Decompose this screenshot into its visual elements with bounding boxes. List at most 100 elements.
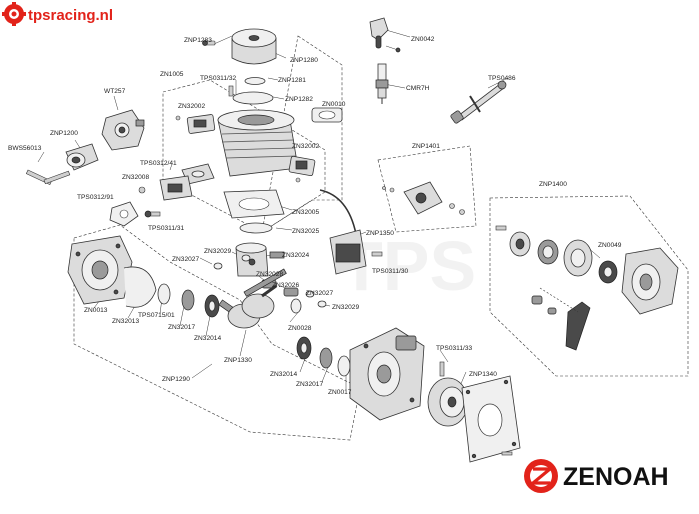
mount-plate-part xyxy=(461,375,521,463)
label-tps0311-31: TPS0311/31 xyxy=(148,225,185,232)
label-zn0010: ZN0010 xyxy=(322,101,346,108)
label-zn1005: ZN1005 xyxy=(160,71,184,78)
label-znp1200: ZNP1200 xyxy=(50,130,78,137)
screw-znp1283 xyxy=(202,40,216,46)
starter-housing-part xyxy=(621,247,679,315)
screw-head xyxy=(144,210,152,218)
label-zn32008: ZN32008 xyxy=(122,174,149,181)
label-tps0312-91: TPS0312/91 xyxy=(77,194,114,201)
bearing-bore xyxy=(208,300,216,312)
label-tps0311-33: TPS0311/33 xyxy=(436,345,473,352)
label-zn32029-top: ZN32029 xyxy=(204,248,231,255)
label-tps0311-30: TPS0311/30 xyxy=(372,268,409,275)
carburetor-part xyxy=(101,109,145,151)
cylinder-part xyxy=(217,109,299,177)
ignition-module-part xyxy=(382,181,465,215)
label-zn32029-right: ZN32029 xyxy=(332,304,359,311)
label-znp1340: ZNP1340 xyxy=(469,371,497,378)
plug-cap-part xyxy=(369,17,401,53)
starter-handle-part xyxy=(531,287,591,351)
base-gasket-part xyxy=(223,189,285,219)
screws-bws56013 xyxy=(25,169,71,186)
zenoah-logo: ZENOAH xyxy=(524,459,669,493)
label-zn32014-left: ZN32014 xyxy=(194,335,221,342)
label-zn32017-right: ZN32017 xyxy=(296,381,323,388)
intake-boot-part xyxy=(65,143,99,171)
label-tps0715-01: TPS0715/01 xyxy=(138,312,175,319)
crankshaft-part xyxy=(218,268,287,329)
logo-emblem-icon xyxy=(2,2,26,26)
label-znp1401: ZNP1401 xyxy=(412,143,440,150)
label-zn32026: ZN32026 xyxy=(272,282,299,289)
spark-plug-part xyxy=(375,63,389,104)
label-zn32027-right: ZN32027 xyxy=(306,290,333,297)
cylinder-cover-part xyxy=(231,28,277,65)
starter-group-outline xyxy=(489,195,689,377)
ignition-coil-part xyxy=(319,189,383,275)
seal-zn0028 xyxy=(290,298,302,314)
label-znp1290: ZNP1290 xyxy=(162,376,190,383)
label-zn32024: ZN32024 xyxy=(282,252,309,259)
label-znp1400: ZNP1400 xyxy=(539,181,567,188)
bearing-zn0049 xyxy=(598,260,618,284)
label-znp1350: ZNP1350 xyxy=(366,230,394,237)
port-cover-right xyxy=(288,155,316,183)
screw-tps0311-33 xyxy=(439,361,445,377)
label-znp1281: ZNP1281 xyxy=(278,77,306,84)
screw-tps0311-32 xyxy=(228,85,234,97)
intake-plate-part xyxy=(181,163,215,185)
label-znp1330: ZNP1330 xyxy=(224,357,252,364)
label-tps0486: TPS0486 xyxy=(488,75,516,82)
bearing-bore-right xyxy=(300,342,308,354)
port-cover-left xyxy=(175,114,216,134)
logo-text: tpsracing.nl xyxy=(28,7,113,24)
label-zn32027-left: ZN32027 xyxy=(172,256,199,263)
label-wt257: WT257 xyxy=(104,88,126,95)
starter-reel-part xyxy=(563,239,593,277)
label-zn0049: ZN0049 xyxy=(598,242,622,249)
label-zn32017-left: ZN32017 xyxy=(168,324,195,331)
label-zn32005: ZN32005 xyxy=(292,209,319,216)
bearing-zn32017-right xyxy=(319,347,333,369)
reed-block-part xyxy=(138,175,193,201)
exhaust-gasket-part xyxy=(311,107,343,123)
label-cmr7h: CMR7H xyxy=(406,85,430,92)
ring-znp1281 xyxy=(244,77,266,85)
ignition-group-outline xyxy=(377,145,477,233)
starter-spring-part xyxy=(537,239,559,265)
seal-zn0017 xyxy=(337,355,351,377)
bearing-zn32017-left xyxy=(181,289,195,311)
seal-tps0715-01 xyxy=(157,283,171,305)
label-zn0013: ZN0013 xyxy=(84,307,108,314)
label-znp1280: ZNP1280 xyxy=(290,57,318,64)
starter-pulley-part xyxy=(495,225,531,257)
label-zn0017: ZN0017 xyxy=(328,389,352,396)
label-zn0042: ZN0042 xyxy=(411,36,435,43)
clip-zn32029 xyxy=(241,254,251,262)
label-zn32028: ZN32028 xyxy=(256,271,283,278)
label-zn32013: ZN32013 xyxy=(112,318,139,325)
washer-plate-part xyxy=(109,201,139,227)
plug-wrench-part xyxy=(450,80,507,124)
clutch-part xyxy=(427,377,469,427)
label-tps0312-41: TPS0312/41 xyxy=(140,160,177,167)
tpsracing-logo: tpsracing.nl xyxy=(2,2,152,26)
label-znp1283: ZNP1283 xyxy=(184,37,212,44)
logo-background xyxy=(2,2,152,26)
label-zn32025: ZN32025 xyxy=(292,228,319,235)
crankcase-gasket-part xyxy=(123,266,157,308)
ring-zn32025 xyxy=(239,222,273,234)
label-bws56013: BWS56013 xyxy=(8,145,42,152)
pin-zn32024 xyxy=(269,251,285,259)
label-znp1282: ZNP1282 xyxy=(285,96,313,103)
gasket-znp1282 xyxy=(232,91,274,105)
crankcase-left-part xyxy=(67,235,133,305)
clip-zn32027 xyxy=(213,262,223,270)
label-zn32002-right: ZN32002 xyxy=(292,143,319,150)
label-zn32002-top: ZN32002 xyxy=(178,103,205,110)
label-zn32014-right: ZN32014 xyxy=(270,371,297,378)
label-zn0028: ZN0028 xyxy=(288,325,312,332)
part-labels: ZNP1283 ZNP1280 ZN0042 ZN1005 TPS0311/32… xyxy=(8,36,622,396)
